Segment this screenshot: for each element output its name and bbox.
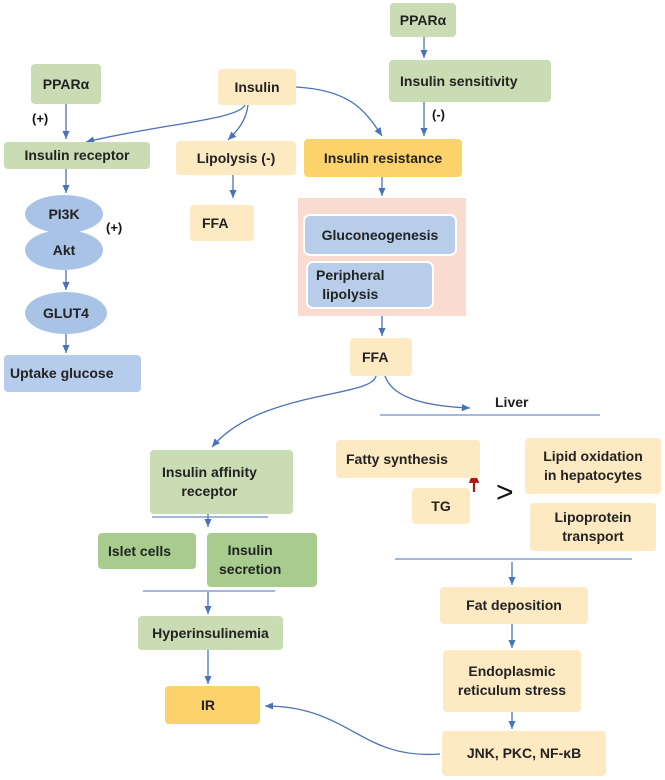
node-gluconeogenesis: Gluconeogenesis: [303, 214, 457, 256]
node-insulin-secretion: Insulin secretion: [207, 533, 317, 587]
node-pi3k: PI3K: [25, 195, 103, 233]
node-glut4: GLUT4: [25, 292, 107, 334]
inhibition-sign-sensitivity: (-): [432, 107, 445, 122]
comparison-sign: >: [496, 476, 514, 509]
arrow-insulin-to-receptor: [85, 104, 246, 144]
arrow-insulin-to-resistance: [295, 86, 383, 137]
node-tg: TG: [412, 488, 470, 524]
node-insulin-sensitivity: Insulin sensitivity: [389, 60, 551, 102]
node-insulin-resistance: Insulin resistance: [304, 139, 462, 177]
node-lipoprotein-transport: Lipoprotein transport: [530, 503, 656, 551]
arrow-ffa-to-affinity: [211, 375, 377, 448]
node-insulin-affinity-receptor: Insulin affinity receptor: [150, 450, 293, 514]
node-ffa-center: FFA: [350, 338, 412, 376]
activation-sign-akt: (+): [106, 220, 123, 235]
arrow-ffa-to-liver: [384, 375, 471, 412]
node-islet-cells: Islet cells: [98, 533, 196, 569]
node-jnk-pkc-nfkb: JNK, PKC, NF-κB: [442, 731, 606, 776]
label-liver: Liver: [495, 394, 529, 410]
node-fatty-synthesis: Fatty synthesis: [336, 440, 480, 478]
arrow-jnk-to-ir: [264, 702, 441, 756]
node-peripheral-lipolysis: Peripheral lipolysis: [306, 261, 434, 309]
node-lipid-oxidation: Lipid oxidation in hepatocytes: [525, 438, 661, 494]
node-ppar-alpha-top: PPARα: [390, 3, 456, 37]
node-lipolysis: Lipolysis (-): [176, 141, 296, 175]
node-er-stress: Endoplasmic reticulum stress: [443, 650, 581, 712]
node-ppar-alpha-left: PPARα: [31, 64, 101, 104]
node-ir: IR: [165, 686, 260, 724]
node-ffa-lipolysis: FFA: [190, 205, 254, 241]
node-akt: Akt: [25, 230, 103, 270]
node-hyperinsulinemia: Hyperinsulinemia: [138, 616, 283, 650]
arrow-insulin-to-lipolysis: [227, 104, 249, 141]
node-fat-deposition: Fat deposition: [440, 587, 588, 624]
node-insulin: Insulin: [218, 69, 296, 105]
activation-sign-ppar: (+): [32, 111, 49, 126]
node-insulin-receptor: Insulin receptor: [4, 142, 150, 169]
node-uptake-glucose: Uptake glucose: [4, 355, 141, 392]
